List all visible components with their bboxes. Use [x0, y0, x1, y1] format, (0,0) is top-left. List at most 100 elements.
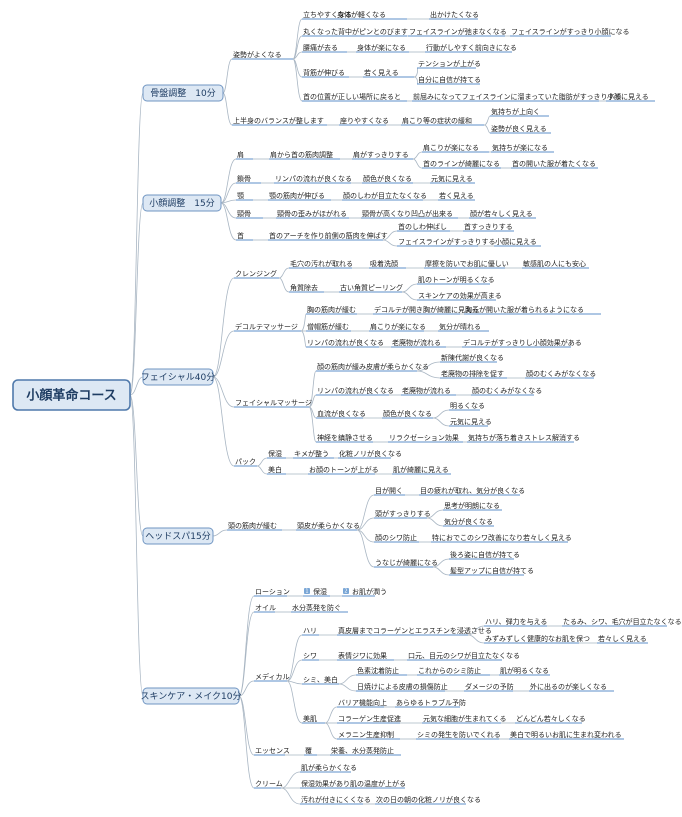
topic-node[interactable]: ダメージの予防 [464, 682, 514, 692]
topic-node[interactable]: ローション [254, 588, 290, 597]
topic-node[interactable]: 元気に見える [430, 174, 475, 184]
topic-node[interactable]: 首のアーチを作り前側の筋肉を伸ばす [268, 231, 388, 241]
topic-node[interactable]: 血流が良くなる [316, 409, 366, 419]
topic-node[interactable]: 首の開いた服が着たくなる [511, 159, 598, 169]
topic-node[interactable]: 水分蒸発を防ぐ [291, 603, 348, 613]
topic-node[interactable]: 若々しく見える [597, 634, 648, 644]
topic-node[interactable]: 胸元が開いた服が着られるようになる [464, 305, 601, 315]
topic-node[interactable]: リンパの流れが良くなる [306, 338, 384, 348]
topic-node[interactable]: 姿勢がよくなる [232, 50, 293, 60]
topic-node[interactable]: エッセンス [254, 747, 290, 756]
topic-node[interactable]: スキンケアの効果が高まる [417, 291, 502, 301]
topic-node[interactable]: 胸の筋肉が緩む [306, 305, 357, 315]
topic-node[interactable]: 顎の筋肉が伸びる [268, 191, 331, 201]
topic-node[interactable]: 角質除去 [289, 283, 324, 293]
topic-node[interactable]: キメが整う [293, 449, 334, 459]
topic-node[interactable]: 首すっきりする [463, 222, 514, 232]
topic-node[interactable]: 汚れが付きにくくなる [300, 795, 371, 805]
topic-node[interactable]: これからのシミ防止 [417, 666, 490, 676]
topic-node[interactable]: 首のしわ伸ばし [397, 222, 450, 232]
topic-node[interactable]: お顔のトーンが上がる [308, 465, 379, 475]
topic-node[interactable]: 頭の筋肉が緩む [227, 521, 282, 531]
topic-node[interactable]: バリア機能向上 [337, 698, 387, 708]
topic-node[interactable]: 前屈みになってフェイスラインに溜まっていた脂肪がすっきりする [412, 92, 622, 102]
topic-node[interactable]: 頭がすっきりする [374, 509, 431, 519]
topic-node[interactable]: 気持ちが楽になる [491, 143, 554, 153]
topic-node[interactable]: メラニン生産抑制 [337, 730, 400, 740]
topic-node[interactable]: 思考が明朗になる [443, 501, 502, 511]
topic-node[interactable]: 顔色が良くなる [362, 174, 413, 184]
topic-node[interactable]: 色素沈着防止 [356, 666, 407, 676]
topic-node[interactable]: 栄養、水分蒸発防止 [330, 746, 401, 756]
topic-node[interactable]: 摩擦を防いでお肌に優しい [424, 259, 509, 269]
topic-node[interactable]: コラーゲン生産促進 [337, 714, 401, 724]
topic-node[interactable]: 気分が晴れる [438, 322, 489, 332]
topic-node[interactable]: フェイスラインがすっきりする [397, 237, 496, 247]
topic-node[interactable]: 明るくなる [449, 402, 485, 411]
main-topic-facial[interactable]: フェイシャル40分 [141, 368, 215, 386]
topic-node[interactable]: 肩こりが楽になる [422, 143, 489, 153]
topic-node[interactable]: 口元、目元のシワが目立たなくなる [407, 651, 520, 661]
topic-node[interactable]: 顔のむくみがなくなる [525, 369, 596, 379]
topic-node[interactable]: 肩こり等の症状の緩和 [401, 116, 484, 126]
topic-node[interactable]: 首のラインが綺麗になる [422, 159, 501, 169]
topic-node[interactable]: 背筋が伸びる [302, 68, 349, 78]
topic-node[interactable]: ハリ、弾力を与える [484, 617, 547, 627]
topic-node[interactable]: テンションが上がる [417, 59, 481, 69]
topic-node[interactable]: 美肌 [302, 714, 325, 724]
topic-node[interactable]: クリーム [254, 780, 283, 789]
topic-node[interactable]: パック [234, 458, 257, 467]
topic-node[interactable]: 美白 [267, 465, 286, 475]
topic-node[interactable]: 毛穴の汚れが取れる [289, 259, 353, 269]
topic-node[interactable]: 肩から首の筋肉調整 [269, 150, 340, 160]
topic-node[interactable]: リンパの流れが良くなる [316, 386, 394, 396]
topic-node[interactable]: 特におでこのシワ改善になり若々しく見える [431, 533, 572, 543]
topic-node[interactable]: 小顔に見える [494, 237, 541, 247]
main-topic-kogao[interactable]: 小顔調整 15分 [142, 194, 222, 212]
topic-node[interactable]: 小顔に見える [606, 92, 655, 102]
topic-node[interactable]: 老廃物の排除を促す [440, 369, 507, 379]
topic-node[interactable]: たるみ、シワ、毛穴が目立たなくなる [562, 617, 682, 627]
topic-node[interactable]: 身体が軽くなる [336, 10, 407, 20]
topic-node[interactable]: 元気に見える [449, 417, 492, 427]
topic-node[interactable]: 顎 [236, 192, 253, 201]
topic-node[interactable]: 肌が柔らかくなる [300, 763, 357, 773]
topic-node[interactable]: 顔の筋肉が緩み皮膚が柔らかくなる [316, 362, 429, 372]
topic-node[interactable]: メディカル [254, 672, 290, 682]
topic-node[interactable]: 古い角質ピーリング [339, 283, 403, 293]
topic-node[interactable]: リラクゼーション効果 [388, 433, 463, 443]
topic-node[interactable]: 気持ちが落ち着きストレス解消する [467, 433, 580, 443]
topic-node[interactable]: 外に出るのが楽しくなる [529, 682, 614, 692]
topic-node[interactable]: 新陳代謝が良くなる [440, 353, 504, 363]
topic-node[interactable]: 気分が良くなる [443, 517, 494, 527]
topic-node[interactable]: 目の疲れが取れ、気分が良くなる [419, 486, 525, 496]
topic-node[interactable]: 肌のトーンが明るくなる [417, 275, 495, 285]
topic-node[interactable]: 肩 [236, 150, 253, 160]
main-topic-kotsuban[interactable]: 骨盤調整 10分 [142, 84, 224, 102]
topic-node[interactable]: フェイシャルマッサージ [234, 399, 312, 408]
topic-node[interactable]: 表情ジワに効果 [337, 651, 394, 661]
topic-node[interactable]: 出かけたくなる [429, 10, 479, 20]
topic-node[interactable]: 腰痛が去る [302, 43, 347, 53]
topic-node[interactable]: 肌が綺麗に見える [392, 465, 451, 475]
topic-node[interactable]: 目が開く [374, 486, 405, 496]
topic-node[interactable]: デコルテがすっきりし小顔効果がある [462, 338, 582, 348]
topic-node[interactable]: 敏感肌の人にも安心 [522, 259, 589, 269]
topic-node[interactable]: 自分に自信が持てる [417, 75, 481, 85]
topic-node[interactable]: あらゆるトラブル予防 [395, 698, 466, 708]
topic-node[interactable]: 頭皮が柔らかくなる [296, 521, 360, 531]
topic-node[interactable]: 髪型アップに自信が持てる [449, 566, 534, 576]
topic-node[interactable]: 若く見える [438, 191, 475, 201]
topic-node[interactable]: どんどん若々しくなる [515, 714, 586, 724]
topic-node[interactable]: 覆 [304, 747, 317, 756]
topic-node[interactable]: 座りやすくなる [339, 116, 389, 126]
topic-node[interactable]: フェイスラインがすっきり小顔になる [510, 27, 630, 37]
topic-node[interactable]: 吸着洗顔 [369, 259, 406, 269]
topic-node[interactable]: リンパの流れが良くなる [274, 174, 352, 184]
topic-node[interactable]: 保湿 [267, 449, 286, 459]
topic-node[interactable]: 頸骨が高くなり凹凸が出来る [361, 209, 458, 219]
topic-node[interactable]: シミの発生を防いでくれる [416, 730, 501, 740]
topic-node[interactable]: 首 [236, 231, 253, 241]
